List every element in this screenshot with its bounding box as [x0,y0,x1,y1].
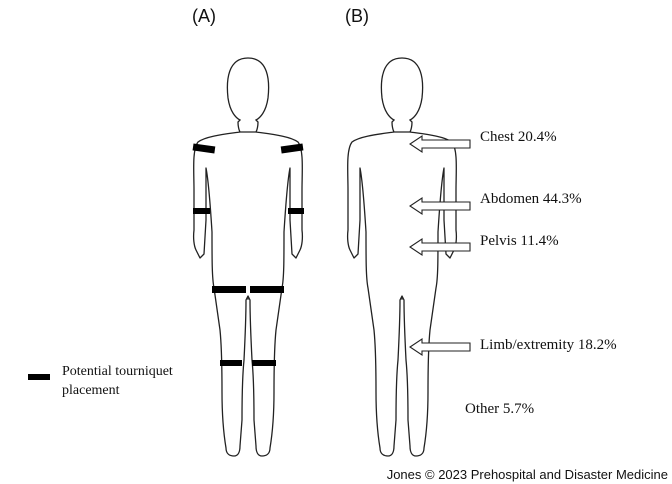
legend-line-1: Potential tourniquet [62,362,173,381]
arrow-limb [410,339,470,355]
band-left-upper-arm [193,143,216,153]
band-left-thigh [212,286,246,293]
region-label-abdomen: Abdomen 44.3% [480,191,582,208]
legend-text: Potential tourniquet placement [62,362,173,400]
region-label-pelvis: Pelvis 11.4% [480,233,559,250]
tourniquet-bands [193,143,304,366]
panel-label-b: (B) [345,6,369,27]
band-right-upper-arm [281,143,304,153]
credit-line: Jones © 2023 Prehospital and Disaster Me… [387,467,668,482]
band-left-lower-leg [220,360,242,366]
arrow-pelvis [410,239,470,255]
region-label-limb: Limb/extremity 18.2% [480,337,617,354]
arrow-chest [410,136,470,152]
body-outline-a [194,58,303,456]
band-right-thigh [250,286,284,293]
band-right-lower-leg [252,360,276,366]
legend-swatch [28,374,50,380]
band-right-forearm [288,208,304,214]
body-outline-b [348,58,457,456]
region-label-other: Other 5.7% [465,401,534,418]
legend-line-2: placement [62,381,173,400]
region-arrows [410,136,470,355]
band-left-forearm [193,208,210,214]
panel-label-a: (A) [192,6,216,27]
region-label-chest: Chest 20.4% [480,129,557,146]
